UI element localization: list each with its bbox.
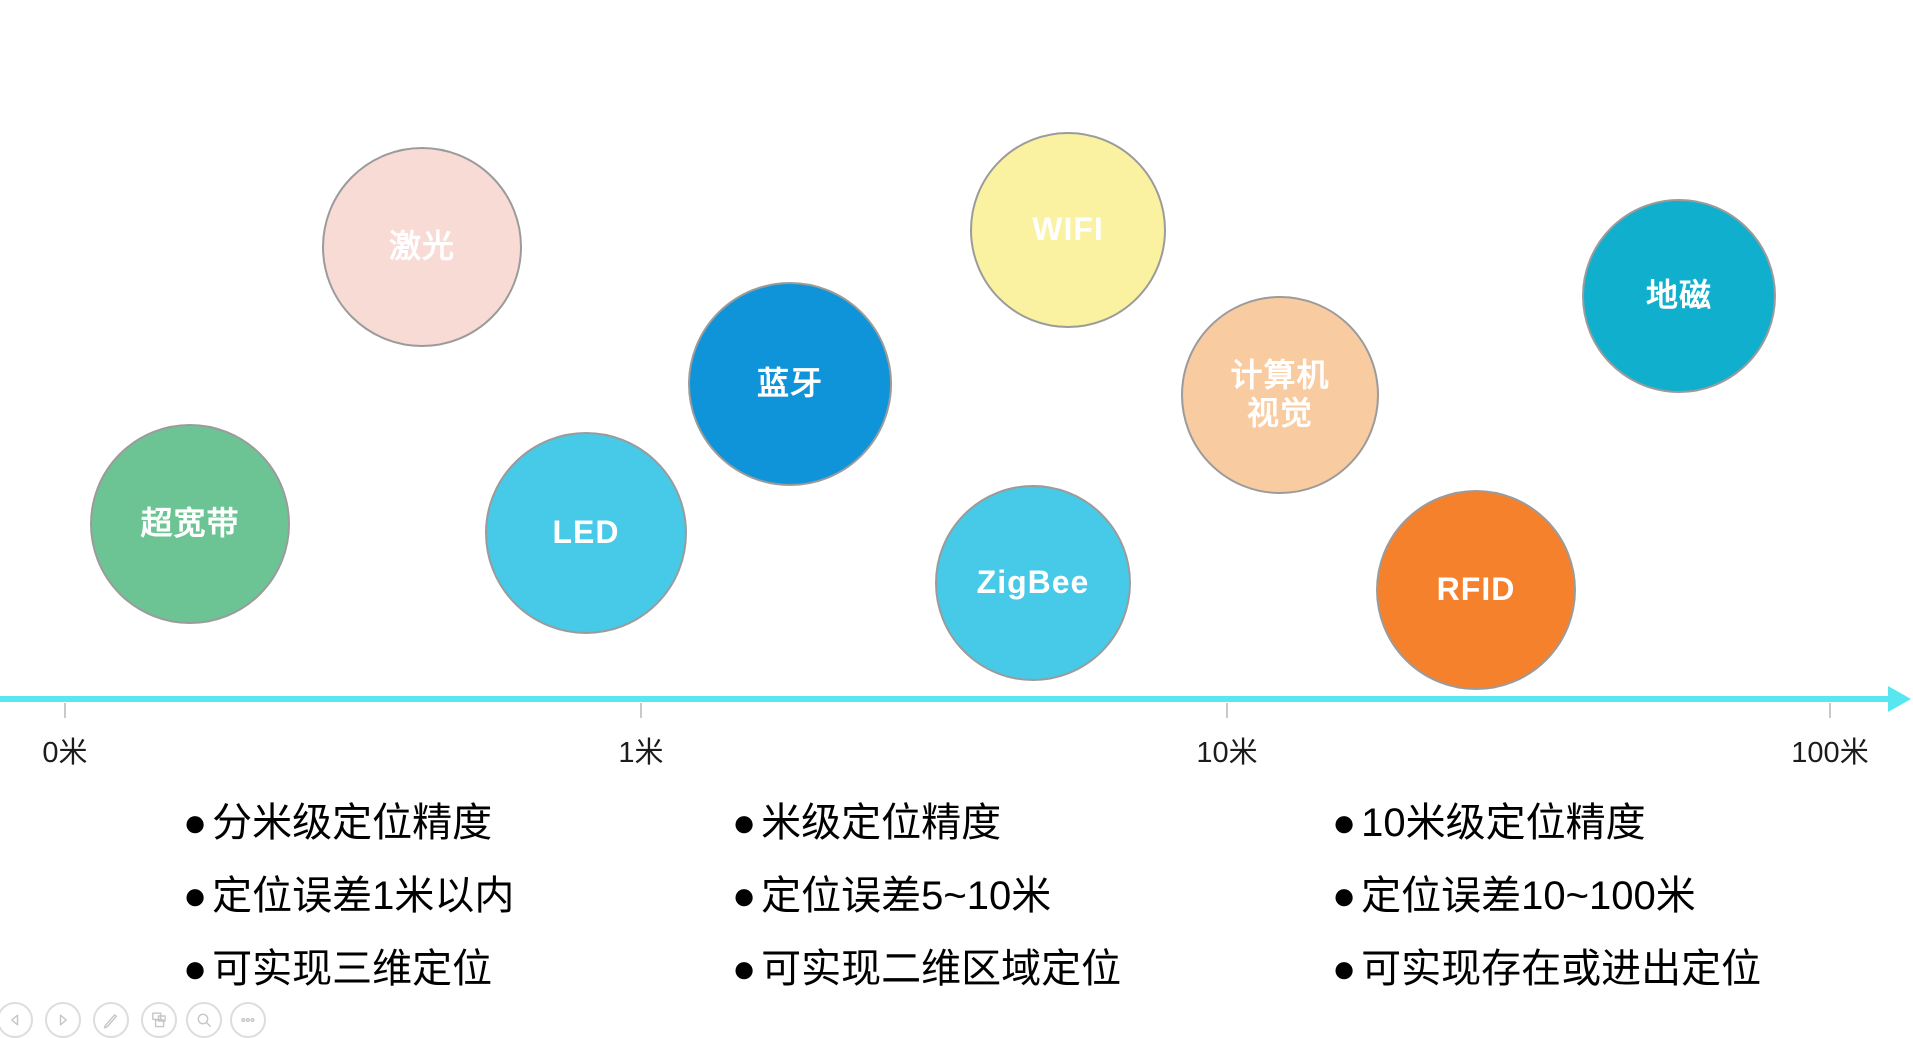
bullet-item: ●定位误差10~100米 (1332, 860, 1761, 933)
bullet-marker-icon: ● (732, 947, 757, 991)
bullet-marker-icon: ● (1332, 947, 1357, 991)
next-slide-icon (59, 1014, 67, 1026)
bullet-text: 定位误差5~10米 (761, 874, 1052, 918)
previous-slide-button[interactable] (0, 1002, 33, 1038)
bubble-label: 超宽带 (140, 505, 240, 542)
bullet-text: 可实现二维区域定位 (761, 947, 1122, 991)
bubble-led: LED (485, 432, 687, 634)
bubble-label: 蓝牙 (756, 365, 823, 402)
bubble-laser: 激光 (322, 147, 522, 347)
bullet-item: ●米级定位精度 (732, 787, 1121, 860)
axis-arrowhead-icon (1888, 686, 1911, 712)
bubble-wifi: WIFI (970, 132, 1166, 328)
bubble-label: 地磁 (1645, 277, 1712, 314)
bullet-item: ●定位误差5~10米 (732, 860, 1121, 933)
next-slide-button[interactable] (45, 1002, 81, 1038)
axis-tick-label: 100米 (1791, 737, 1869, 769)
bullet-text: 定位误差1米以内 (212, 874, 515, 918)
magnifier-button[interactable] (186, 1002, 222, 1038)
bullet-text: 可实现存在或进出定位 (1361, 947, 1762, 991)
slides-button[interactable] (141, 1002, 177, 1038)
bullet-item: ●可实现二维区域定位 (732, 933, 1121, 1006)
axis-tick (1226, 703, 1228, 718)
axis-tick (1829, 703, 1831, 718)
axis-tick (64, 703, 66, 718)
more-icon (241, 1017, 255, 1023)
bubble-label: 激光 (388, 228, 455, 265)
bubble-label: LED (552, 514, 620, 551)
bubble-geomagnetic: 地磁 (1582, 199, 1776, 393)
bubble-uwb: 超宽带 (90, 424, 290, 624)
bullet-item: ●定位误差1米以内 (183, 860, 514, 933)
bullet-marker-icon: ● (1332, 801, 1357, 845)
magnifier-icon (197, 1013, 211, 1027)
bullet-marker-icon: ● (732, 801, 757, 845)
bullet-text: 可实现三维定位 (212, 947, 493, 991)
bubble-label: ZigBee (976, 564, 1090, 601)
bullet-item: ●可实现三维定位 (183, 933, 514, 1006)
pen-icon (103, 1014, 117, 1029)
pen-button[interactable] (93, 1002, 129, 1038)
bubble-computer-vision: 计算机 视觉 (1181, 296, 1379, 494)
bubble-rfid: RFID (1376, 490, 1576, 690)
bubble-label: WIFI (1032, 211, 1104, 248)
bullet-marker-icon: ● (183, 874, 208, 918)
previous-slide-icon (11, 1014, 19, 1026)
bullet-marker-icon: ● (183, 801, 208, 845)
bubble-label: 计算机 视觉 (1230, 357, 1330, 431)
bubble-bluetooth: 蓝牙 (688, 282, 892, 486)
bullet-text: 米级定位精度 (761, 801, 1002, 845)
bubble-zigbee: ZigBee (935, 485, 1131, 681)
bubble-label: RFID (1436, 571, 1516, 608)
axis-tick (640, 703, 642, 718)
bullet-column-2: ●米级定位精度●定位误差5~10米●可实现二维区域定位 (732, 787, 1121, 1006)
bullet-text: 分米级定位精度 (212, 801, 493, 845)
bullet-text: 10米级定位精度 (1361, 801, 1646, 845)
more-button[interactable] (230, 1002, 266, 1038)
slides-icon (152, 1012, 166, 1028)
axis-line (0, 696, 1889, 702)
bullet-text: 定位误差10~100米 (1361, 874, 1696, 918)
bullet-marker-icon: ● (732, 874, 757, 918)
bullet-column-1: ●分米级定位精度●定位误差1米以内●可实现三维定位 (183, 787, 514, 1006)
bullet-item: ●可实现存在或进出定位 (1332, 933, 1761, 1006)
axis-tick-label: 1米 (618, 737, 664, 769)
bullet-marker-icon: ● (1332, 874, 1357, 918)
bullet-marker-icon: ● (183, 947, 208, 991)
axis-tick-label: 0米 (42, 737, 88, 769)
bullet-item: ●分米级定位精度 (183, 787, 514, 860)
bullet-item: ●10米级定位精度 (1332, 787, 1761, 860)
bullet-column-3: ●10米级定位精度●定位误差10~100米●可实现存在或进出定位 (1332, 787, 1761, 1006)
axis-tick-label: 10米 (1196, 737, 1258, 769)
